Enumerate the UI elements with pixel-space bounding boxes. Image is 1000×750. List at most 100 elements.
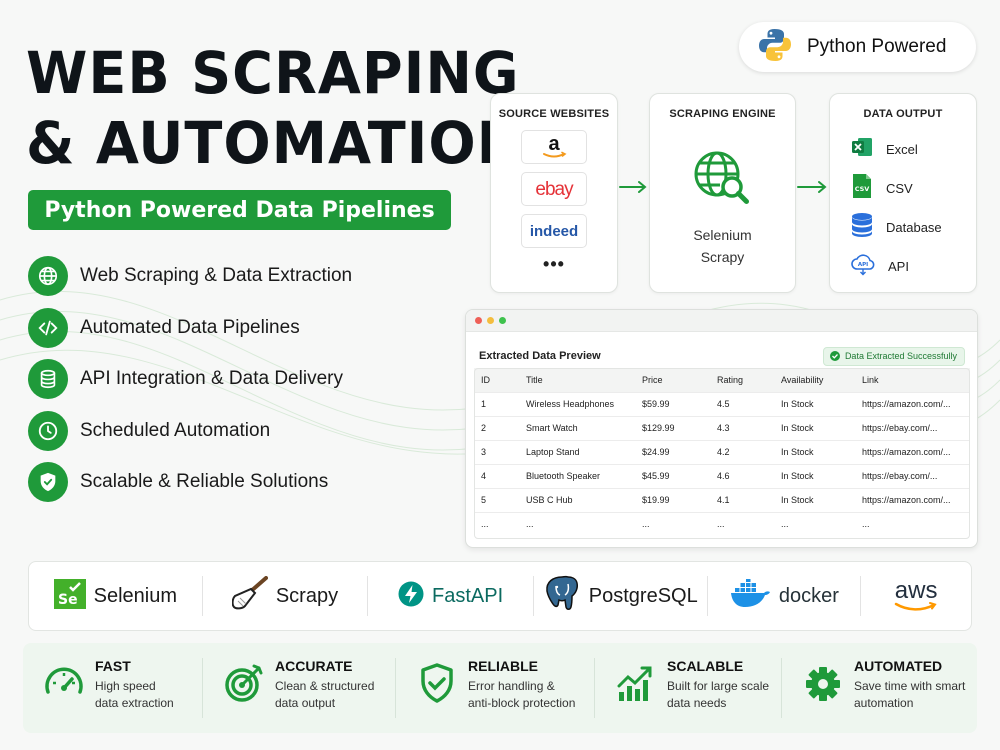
column-header: Price	[635, 368, 710, 392]
output-label: Database	[886, 220, 942, 235]
table-cell: 4.5	[710, 391, 774, 416]
amazon-logo: a	[521, 130, 587, 164]
table-cell-link[interactable]: https://amazon.com/...	[855, 391, 970, 416]
feature-label: Scheduled Automation	[80, 419, 271, 441]
table-cell: 4.3	[710, 415, 774, 440]
docker-whale-icon	[729, 577, 771, 614]
python-powered-badge: Python Powered	[739, 22, 976, 72]
svg-text:Se: Se	[58, 592, 78, 608]
feature-list: Web Scraping & Data Extraction Automated…	[28, 256, 352, 514]
benefit-accurate: ACCURATE Clean & structured data output	[203, 658, 396, 718]
ebay-logo-text: ebay	[535, 179, 574, 200]
column-header: Availability	[774, 368, 855, 392]
tech-label: aws	[894, 577, 938, 604]
tech-item-aws: aws	[861, 576, 971, 616]
scrapy-spatula-icon	[231, 575, 268, 617]
table-cell: In Stock	[774, 415, 855, 440]
table-header-row: ID Title Price Rating Availability Link	[474, 368, 970, 392]
selenium-logo-icon: Se	[53, 578, 86, 614]
output-label: API	[888, 259, 909, 274]
target-icon	[225, 664, 263, 702]
svg-text:ebay: ebay	[535, 179, 574, 200]
feature-label: Automated Data Pipelines	[80, 316, 300, 338]
benefit-reliable: RELIABLE Error handling & anti-block pro…	[396, 658, 595, 718]
window-close-dot[interactable]	[475, 317, 482, 324]
feature-label: Web Scraping & Data Extraction	[80, 265, 353, 286]
output-label: Excel	[886, 142, 918, 157]
speedometer-icon	[45, 667, 83, 694]
table-row[interactable]: 2 Smart Watch $129.99 4.3 In Stock https…	[474, 415, 970, 440]
table-cell-link[interactable]: https://ebay.com/...	[855, 463, 970, 488]
table-cell-link[interactable]: https://amazon.com/...	[855, 439, 970, 464]
shield-check-icon	[28, 462, 68, 503]
table-cell: ...	[710, 511, 774, 536]
clock-icon	[28, 410, 68, 451]
feature-item: Automated Data Pipelines	[28, 307, 352, 348]
table-cell: $129.99	[635, 415, 710, 440]
table-cell: Wireless Headphones	[519, 391, 635, 416]
benefit-title: AUTOMATED	[854, 658, 943, 674]
output-item-excel: Excel	[830, 130, 976, 169]
data-preview-window: Extracted Data Preview Data Extracted Su…	[465, 309, 978, 548]
table-cell: ...	[635, 511, 710, 536]
svg-text:CSV: CSV	[855, 185, 870, 193]
table-row[interactable]: 4 Bluetooth Speaker $45.99 4.6 In Stock …	[474, 463, 970, 488]
tech-item-scrapy: Scrapy	[203, 575, 369, 617]
table-cell: $19.99	[635, 487, 710, 512]
table-cell-link[interactable]: https://amazon.com/...	[855, 487, 970, 512]
postgresql-elephant-icon	[543, 574, 581, 619]
window-minimize-dot[interactable]	[487, 317, 494, 324]
card-title: SOURCE WEBSITES	[498, 108, 610, 120]
globe-icon	[28, 256, 68, 296]
title-line-1: WEB SCRAPING	[26, 39, 520, 107]
column-header: Rating	[710, 368, 774, 392]
arrow-right-icon	[619, 181, 647, 193]
table-cell-link[interactable]: https://ebay.com/...	[855, 415, 970, 440]
benefit-description: High speed data extraction	[95, 679, 174, 710]
status-text: Data Extracted Successfully	[844, 351, 957, 361]
tech-item-fastapi: FastAPI	[368, 576, 534, 616]
data-table: ID Title Price Rating Availability Link …	[474, 368, 970, 536]
table-cell: USB C Hub	[519, 487, 635, 512]
code-icon	[28, 307, 68, 348]
table-cell: 4.1	[710, 487, 774, 512]
aws-logo: aws	[894, 577, 938, 612]
tech-label: PostgreSQL	[588, 584, 698, 607]
card-title: SCRAPING ENGINE	[669, 108, 776, 120]
excel-icon	[850, 135, 874, 164]
tech-label: Scrapy	[275, 584, 339, 607]
shield-check-icon	[421, 663, 453, 703]
table-cell: ...	[519, 511, 635, 536]
table-cell: $45.99	[635, 463, 710, 488]
preview-title: Extracted Data Preview	[479, 350, 601, 362]
globe-search-icon	[650, 148, 795, 208]
benefit-description: Built for large scale data needs	[667, 679, 770, 710]
data-output-card: DATA OUTPUT Excel CSV CSV Database API A…	[829, 93, 977, 293]
table-row[interactable]: 1 Wireless Headphones $59.99 4.5 In Stoc…	[474, 391, 970, 416]
table-cell: 4	[474, 463, 519, 488]
window-maximize-dot[interactable]	[499, 317, 506, 324]
table-cell: In Stock	[774, 487, 855, 512]
benefit-description: Save time with smart automation	[854, 679, 966, 710]
ebay-logo: ebay	[521, 172, 587, 206]
table-cell: Smart Watch	[519, 415, 635, 440]
table-cell: Laptop Stand	[519, 439, 635, 464]
benefit-automated: AUTOMATED Save time with smart automatio…	[782, 658, 977, 718]
table-cell: 2	[474, 415, 519, 440]
fastapi-bolt-icon	[398, 581, 424, 612]
feature-item: Web Scraping & Data Extraction	[28, 256, 352, 296]
benefits-bar: FAST High speed data extraction ACCURATE…	[23, 643, 977, 733]
table-row[interactable]: 3 Laptop Stand $24.99 4.2 In Stock https…	[474, 439, 970, 464]
csv-icon: CSV	[850, 173, 874, 204]
table-row[interactable]: 5 USB C Hub $19.99 4.1 In Stock https://…	[474, 487, 970, 512]
table-cell: Bluetooth Speaker	[519, 463, 635, 488]
status-badge: Data Extracted Successfully	[822, 346, 965, 366]
table-cell: 4.2	[710, 439, 774, 464]
benefit-scalable: SCALABLE Built for large scale data need…	[595, 658, 782, 718]
check-circle-icon	[829, 351, 840, 361]
engine-tool-scrapy: Scrapy	[700, 249, 745, 265]
aws-smile-icon	[894, 602, 937, 611]
table-cell: $59.99	[635, 391, 710, 416]
benefit-title: FAST	[95, 658, 131, 674]
arrow-right-icon	[797, 181, 827, 193]
